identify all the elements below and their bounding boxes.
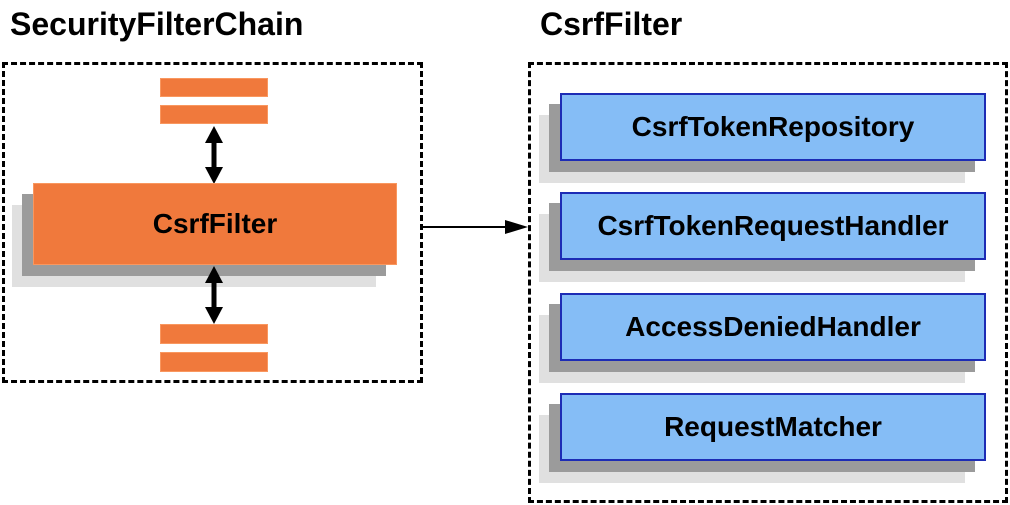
csrf-filter-title: CsrfFilter (540, 6, 683, 42)
component-label: RequestMatcher (664, 411, 882, 442)
filter-placeholder-bar (160, 324, 268, 344)
component-box-request-matcher: RequestMatcher (560, 393, 986, 461)
up-down-arrow-icon (205, 266, 223, 324)
component-box-csrf-token-repository: CsrfTokenRepository (560, 93, 986, 161)
filter-placeholder-bar (160, 78, 268, 97)
flow-arrow-icon (423, 220, 528, 234)
component-label: AccessDeniedHandler (625, 311, 921, 342)
filter-placeholder-bar (160, 352, 268, 372)
csrf-filter-panel (528, 62, 1008, 503)
csrf-filter-node: CsrfFilter (33, 183, 397, 265)
security-filter-chain-title: SecurityFilterChain (10, 6, 304, 42)
component-label: CsrfTokenRepository (631, 111, 915, 142)
component-box-access-denied-handler: AccessDeniedHandler (560, 293, 986, 361)
security-filter-chain-panel (2, 62, 423, 383)
component-label: CsrfTokenRequestHandler (597, 210, 949, 241)
csrf-filter-node-label: CsrfFilter (152, 208, 278, 239)
component-box-csrf-token-request-handler: CsrfTokenRequestHandler (560, 192, 986, 260)
filter-placeholder-bar (160, 105, 268, 124)
up-down-arrow-icon (205, 126, 223, 184)
